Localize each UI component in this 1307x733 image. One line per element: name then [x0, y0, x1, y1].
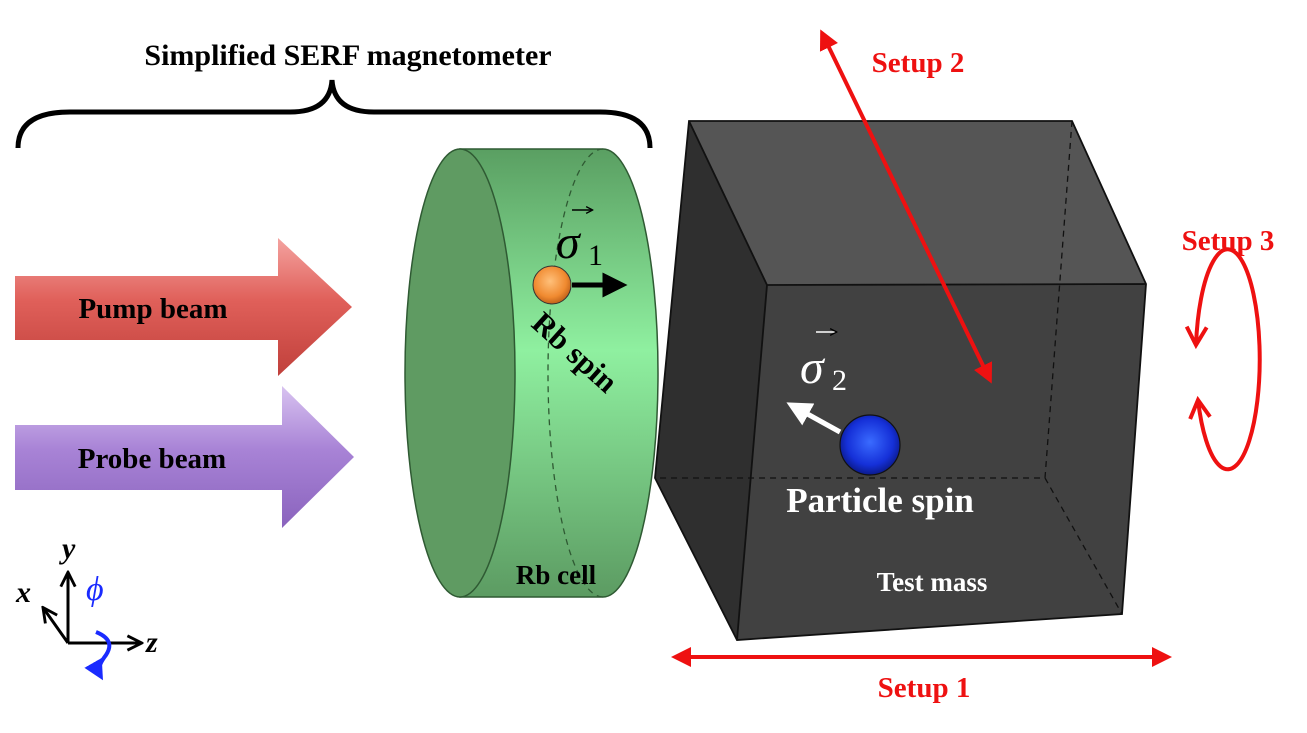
axis-z-label: z [145, 626, 158, 659]
serf-brace [15, 79, 653, 149]
rb-spin-atom [532, 265, 572, 305]
probe-beam-label: Probe beam [78, 443, 226, 475]
svg-text:σ: σ [556, 216, 582, 269]
rb-cell: Rb cell [404, 148, 659, 598]
setup3-rotation-arrow [1196, 247, 1262, 472]
setup1-label: Setup 1 [878, 672, 971, 704]
axis-x-label: x [15, 576, 31, 609]
setup2-label: Setup 2 [872, 47, 965, 79]
setup3-label: Setup 3 [1182, 225, 1275, 257]
serf-title: Simplified SERF magnetometer [144, 39, 551, 72]
particle-spin-label: Particle spin [786, 481, 974, 520]
rb-cell-label: Rb cell [516, 560, 597, 590]
coordinate-axes: y x z ϕ [15, 532, 158, 681]
axis-phi-label: ϕ [86, 571, 104, 608]
pump-beam-arrow: Pump beam [15, 238, 352, 376]
svg-text:2: 2 [832, 364, 847, 397]
particle-spin: Particle spin σ 2 [786, 332, 974, 520]
axis-y-label: y [59, 532, 76, 565]
test-mass-cube: Test mass [654, 120, 1147, 641]
sigma1-symbol: σ 1 [556, 210, 603, 272]
probe-beam-arrow: Probe beam [15, 386, 354, 528]
pump-beam-label: Pump beam [78, 293, 227, 325]
svg-text:σ: σ [800, 341, 826, 394]
phi-rotation-icon [84, 630, 112, 681]
svg-text:1: 1 [588, 239, 603, 272]
setup2-arrow [819, 29, 993, 384]
particle-spin-atom [839, 414, 901, 476]
test-mass-label: Test mass [877, 567, 988, 597]
